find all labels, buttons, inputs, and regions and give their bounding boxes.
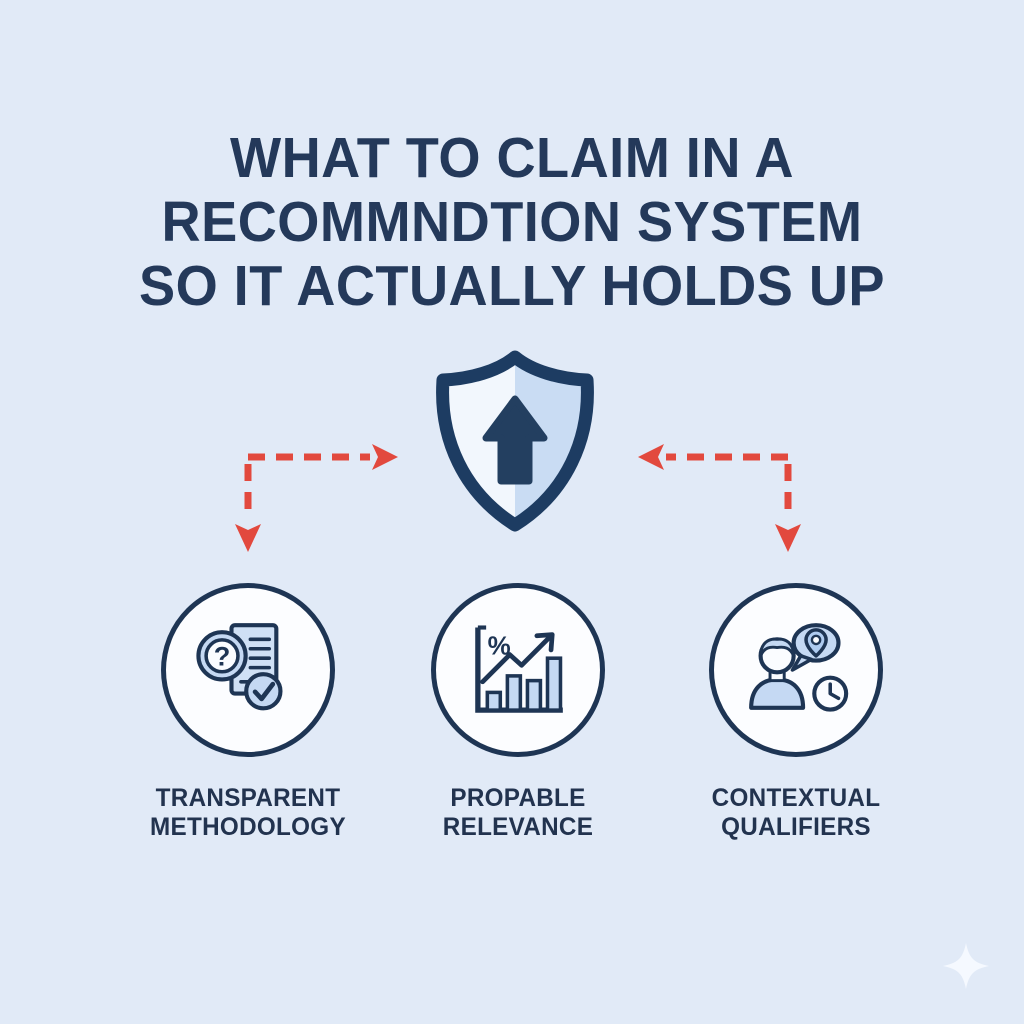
person-shoulders — [749, 677, 806, 710]
label-line: QUALIFIERS — [721, 813, 871, 841]
label-line: METHODOLOGY — [150, 813, 346, 841]
right-arrowhead-left-icon — [638, 444, 664, 470]
percent-growth-bar-chart-icon: % — [475, 625, 563, 713]
dashed-arrow-left-icon — [244, 453, 370, 520]
magnifier-question-document-check-icon: ? — [196, 623, 283, 711]
location-pin-dot — [810, 634, 822, 646]
person-hair — [759, 637, 796, 658]
title-line-3: SO IT ACTUALLY HOLDS UP — [138, 254, 886, 318]
magnifier-lens — [204, 638, 240, 674]
shield-svg — [436, 350, 594, 532]
trend-line — [480, 634, 553, 685]
right-arrowhead-down-icon — [775, 524, 801, 552]
clock-hands — [828, 682, 841, 701]
feature-circle-contextual-qualifiers — [709, 583, 883, 757]
shield-outline — [436, 350, 594, 532]
left-arrowhead-down-icon — [235, 524, 261, 552]
feature-label-contextual-qualifiers: CONTEXTUAL QUALIFIERS — [641, 784, 951, 842]
percent-glyph: % — [488, 631, 511, 661]
title-line-2: RECOMMNDTION SYSTEM — [161, 190, 863, 254]
feature-circle-transparent-methodology: ? — [161, 583, 335, 757]
up-arrow-icon — [482, 395, 548, 485]
feature-label-propable-relevance: PROPABLE RELEVANCE — [363, 784, 673, 842]
shield-right-fill — [515, 357, 588, 525]
left-arrowhead-right-icon — [372, 444, 398, 470]
label-line: TRANSPARENT — [155, 784, 341, 812]
speech-bubble-tail — [790, 654, 814, 672]
question-mark-glyph: ? — [214, 640, 231, 671]
sparkle-icon — [943, 943, 989, 989]
shield-up-arrow-icon — [421, 347, 609, 543]
check-badge — [244, 672, 283, 711]
document-text-lines — [239, 637, 272, 684]
trend-arrowhead-icon — [534, 632, 555, 653]
label-line: CONTEXTUAL — [711, 784, 881, 812]
feature-label-transparent-methodology: TRANSPARENT METHODOLOGY — [93, 784, 403, 842]
page-title: WHAT TO CLAIM IN A RECOMMNDTION SYSTEM S… — [26, 126, 999, 318]
feature-circle-propable-relevance: % — [431, 583, 605, 757]
chart-bars — [485, 656, 563, 712]
person-location-bubble-clock-icon — [749, 623, 849, 712]
check-mark-icon — [252, 681, 276, 702]
dashed-arrow-right-icon — [666, 453, 792, 520]
label-line: RELEVANCE — [442, 813, 594, 841]
title-line-1: WHAT TO CLAIM IN A — [229, 126, 795, 190]
label-line: PROPABLE — [450, 784, 586, 812]
